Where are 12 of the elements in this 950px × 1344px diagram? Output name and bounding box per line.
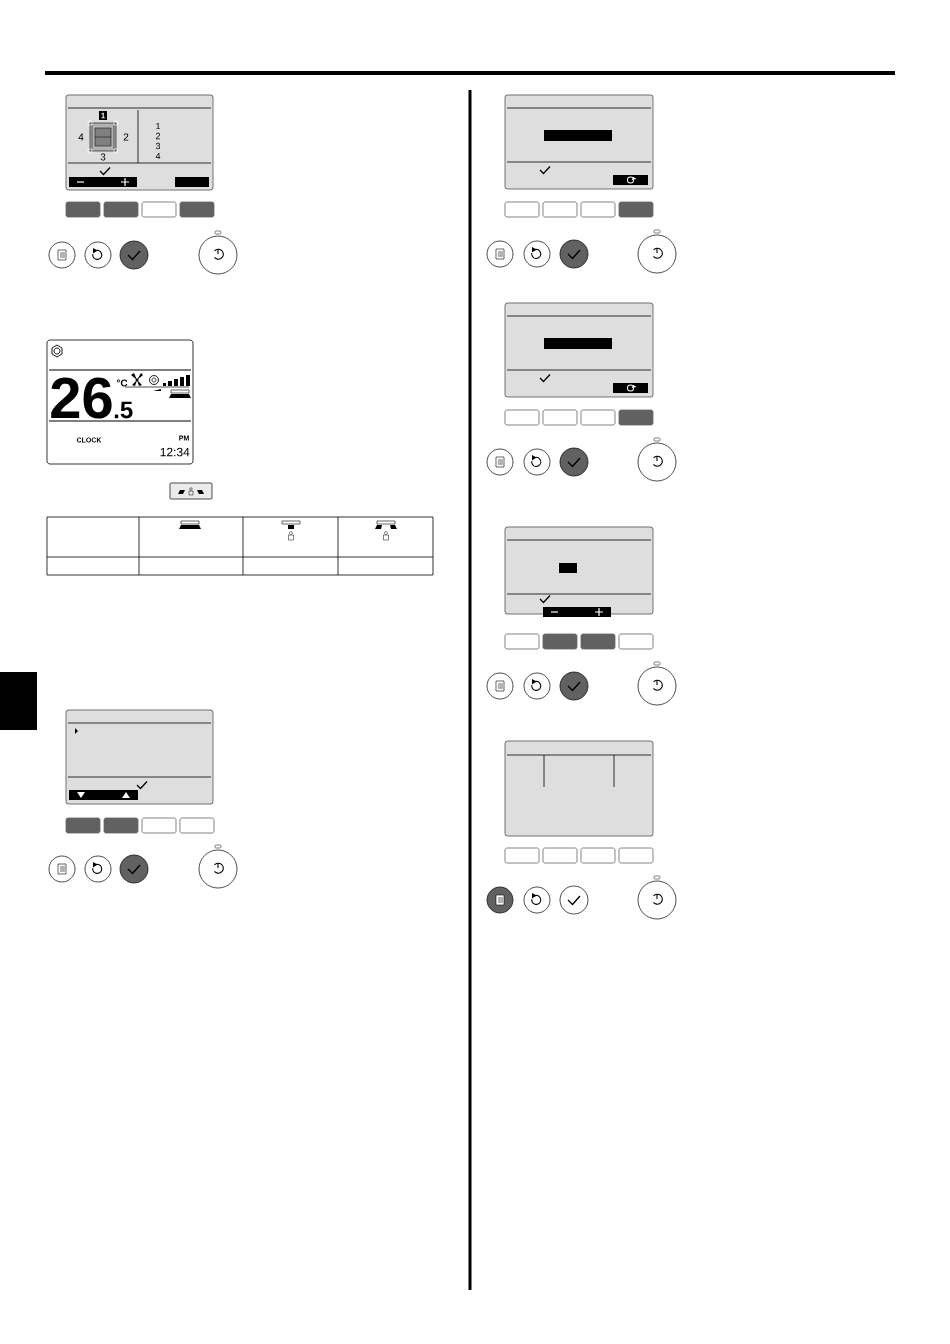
clock-digits: 12:34 bbox=[160, 447, 190, 457]
label: 1 bbox=[156, 122, 161, 130]
label: 1 bbox=[101, 112, 105, 119]
label: 2 bbox=[155, 132, 161, 140]
label: 4 bbox=[78, 133, 84, 141]
temperature-digits: 26 bbox=[51, 377, 112, 419]
label: 3 bbox=[100, 153, 106, 161]
label: 3 bbox=[155, 142, 161, 150]
label: 2 bbox=[123, 133, 129, 141]
unit-label: °C bbox=[116, 379, 128, 387]
label: 4 bbox=[155, 152, 161, 160]
temperature-digits: .5 bbox=[114, 401, 133, 419]
